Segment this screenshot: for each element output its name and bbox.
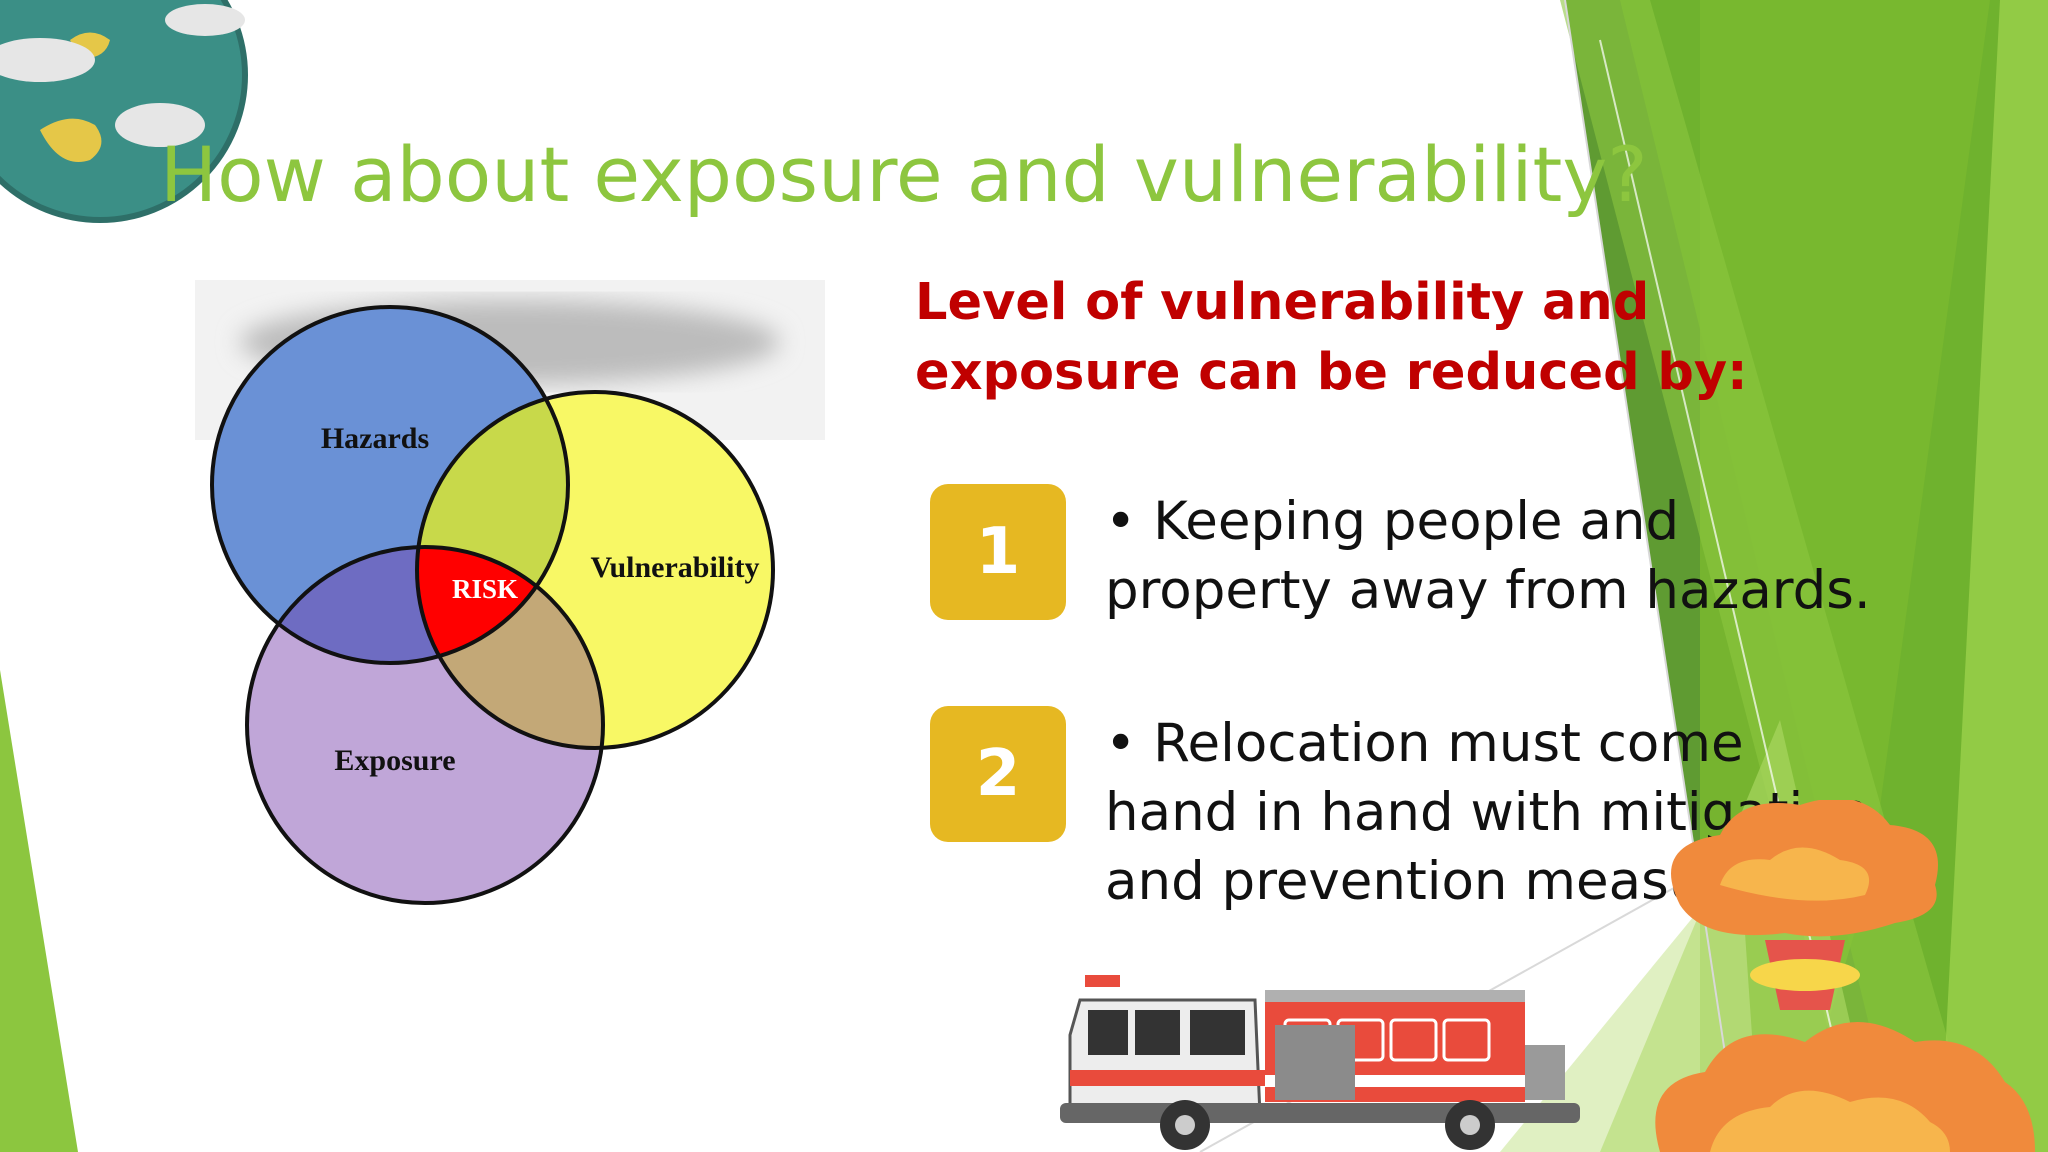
globe-icon — [0, 0, 248, 223]
fire-truck-icon — [1060, 975, 1580, 1150]
venn-label-hazards: Hazards — [321, 422, 429, 455]
venn-label-exposure: Exposure — [334, 744, 455, 777]
venn-label-risk: RISK — [452, 574, 518, 604]
slide-title: How about exposure and vulnerability? — [160, 130, 1648, 219]
explosion-icon — [1655, 800, 2035, 1152]
point-number-2: 2 — [930, 706, 1066, 842]
subtitle: Level of vulnerability and exposure can … — [915, 273, 1748, 402]
point-number-1: 1 — [930, 484, 1066, 620]
venn-diagram: Hazards Vulnerability Exposure RISK — [195, 280, 825, 905]
point-text-1: • Keeping people and property away from … — [1105, 491, 1871, 621]
venn-label-vulnerability: Vulnerability — [591, 551, 760, 584]
